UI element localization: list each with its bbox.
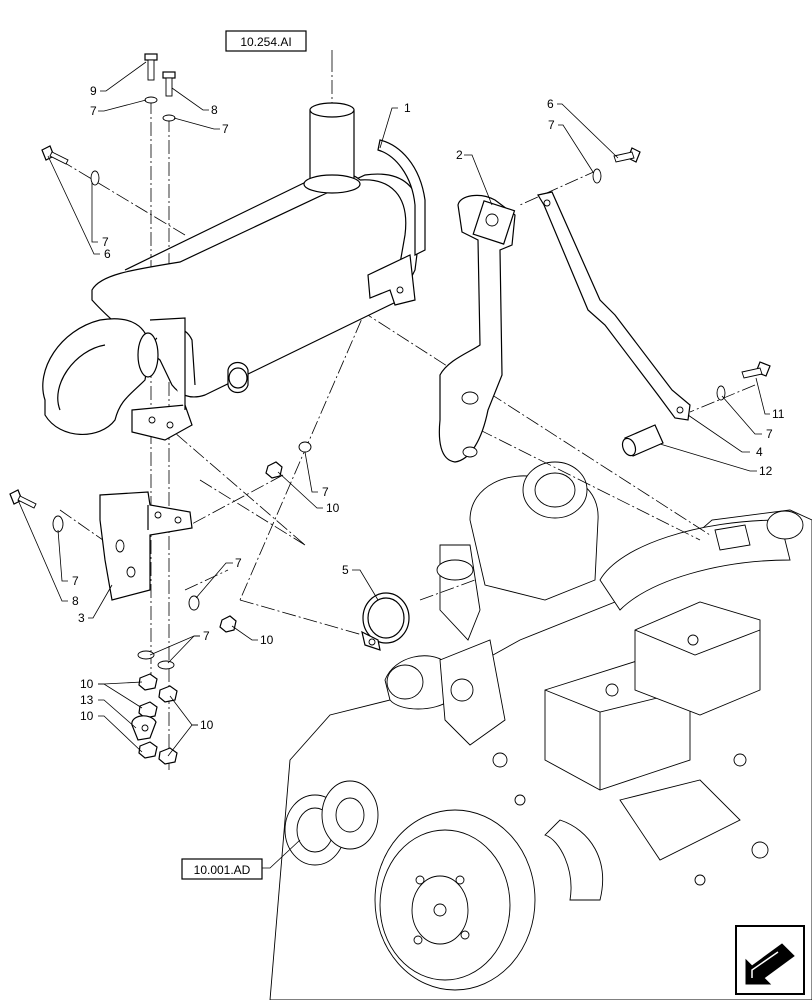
- callout-5: 5: [342, 563, 349, 577]
- bolt-9: [144, 53, 158, 81]
- callout-8-left: 8: [72, 594, 79, 608]
- leader-lines: [17, 50, 770, 869]
- bracket-3: [99, 491, 193, 601]
- bolt-8-left: [9, 489, 37, 509]
- callout-7-left: 7: [102, 235, 109, 249]
- bolt-11: [741, 361, 771, 379]
- clamp-5: [361, 592, 410, 651]
- bolt-6-left: [41, 145, 69, 165]
- spacer-12: [621, 424, 664, 457]
- callout-6-left: 6: [104, 247, 111, 261]
- callout-11: 11: [772, 407, 785, 421]
- callout-4: 4: [756, 445, 763, 459]
- bolt-8-top: [162, 71, 176, 97]
- reference-top-label: 10.254.AI: [240, 35, 291, 49]
- engine-assembly: [269, 461, 812, 1000]
- callout-7-right: 7: [548, 118, 555, 132]
- reference-bottom-label: 10.001.AD: [194, 863, 251, 877]
- strap-4: [537, 191, 691, 421]
- callout-2: 2: [456, 148, 463, 162]
- callout-10-right: 10: [260, 633, 274, 647]
- bolt-6-right: [613, 147, 641, 163]
- callout-13: 13: [80, 693, 94, 707]
- callout-7-bottom: 7: [203, 629, 210, 643]
- callout-7-mid: 7: [322, 485, 329, 499]
- callout-9: 9: [90, 84, 97, 98]
- callout-7-far-right: 7: [766, 427, 773, 441]
- callout-12: 12: [759, 464, 773, 478]
- bracket-2: [438, 194, 516, 463]
- callout-numbers: 1 2 3 4 5 6 6 7 7 7 7 7 7 7 7 7 8 8 9 10…: [72, 84, 785, 732]
- callout-10-left-top: 10: [80, 677, 94, 691]
- callout-8-top: 8: [211, 103, 218, 117]
- reference-top[interactable]: 10.254.AI: [225, 30, 307, 52]
- callout-7-lower: 7: [235, 556, 242, 570]
- callout-1: 1: [404, 101, 411, 115]
- callout-10-right-bottom: 10: [200, 718, 214, 732]
- callout-3: 3: [78, 611, 85, 625]
- callout-10-left-bottom: 10: [80, 709, 94, 723]
- callout-7-top-left: 7: [90, 104, 97, 118]
- callout-10-mid: 10: [326, 501, 340, 515]
- reference-bottom[interactable]: 10.001.AD: [181, 858, 263, 880]
- callout-7-lower-left: 7: [72, 574, 79, 588]
- arrow-down-left-icon[interactable]: [735, 925, 805, 995]
- callout-6-right: 6: [547, 97, 554, 111]
- muffler: [42, 102, 426, 441]
- callout-7-top-right: 7: [222, 122, 229, 136]
